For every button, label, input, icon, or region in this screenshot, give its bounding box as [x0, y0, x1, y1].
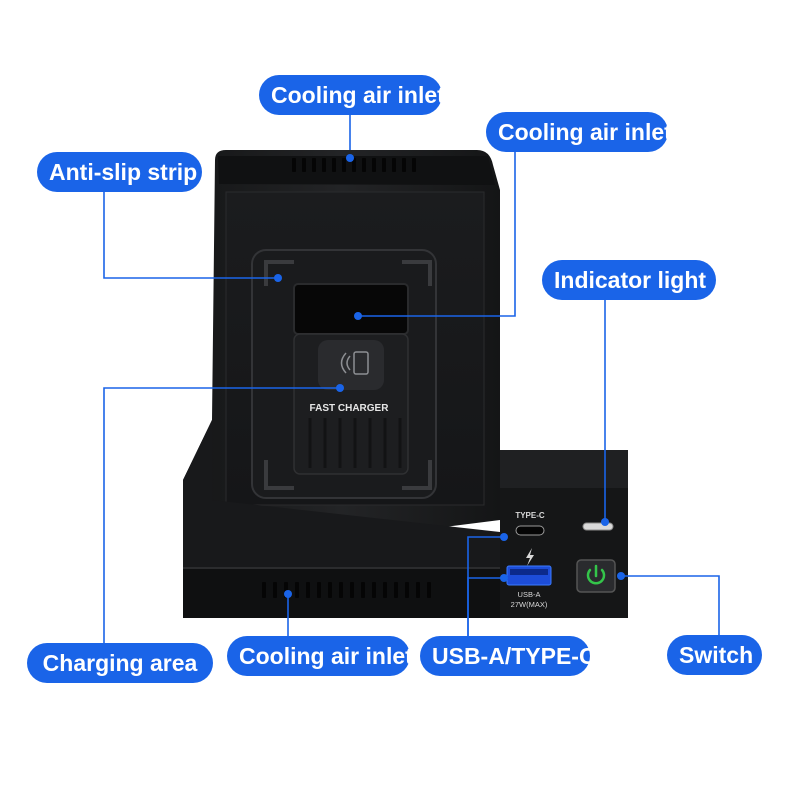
bottom-vent: [262, 582, 431, 598]
usba-port: [506, 565, 552, 586]
wireless-charging-icon: [340, 351, 369, 375]
callout-switch: Switch: [667, 635, 762, 675]
lightning-icon: [526, 548, 534, 566]
power-icon: [586, 564, 606, 585]
callout-cooling-air-inlet-bottom: Cooling air inlet: [227, 636, 413, 676]
callout-cooling-air-inlet-top: Cooling air inlet: [259, 75, 445, 115]
indicator-light: [582, 522, 614, 531]
pad-cooling-slot: [293, 283, 409, 335]
callout-usb-a-type-c: USB-A/TYPE-C: [420, 636, 596, 676]
callout-anti-slip-strip: Anti-slip strip: [37, 152, 202, 192]
top-vent: [292, 158, 416, 172]
device-top-rim: [218, 156, 495, 185]
leader-dots: [274, 154, 625, 598]
typec-label: TYPE-C: [515, 511, 545, 520]
pad-label: FAST CHARGER: [310, 403, 390, 414]
callout-indicator-light: Indicator light: [542, 260, 716, 300]
callout-cooling-air-inlet-pad: Cooling air inlet: [486, 112, 672, 152]
usba-rating: 27W(MAX): [511, 600, 548, 609]
usba-label: USB-A: [518, 590, 541, 599]
typec-port: [515, 525, 545, 536]
port-module-face: [500, 450, 628, 488]
leader-lines: [103, 115, 720, 643]
charging-plate-ribs: [308, 418, 402, 468]
callout-charging-area: Charging area: [27, 643, 213, 683]
